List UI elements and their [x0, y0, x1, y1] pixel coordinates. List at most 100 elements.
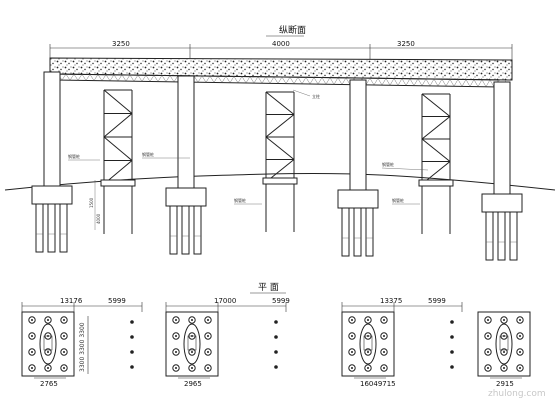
plan-pile-centre	[351, 367, 353, 369]
truss-diagonal	[125, 74, 131, 82]
plan-pile-circle	[380, 364, 388, 372]
truss-diagonal	[73, 74, 79, 81]
plan-top-dim: 13176	[60, 297, 83, 305]
plan-pile-centre	[351, 351, 353, 353]
plan-pile-centre	[31, 335, 33, 337]
plan-pile-centre	[63, 335, 65, 337]
plan-pile-centre	[207, 319, 209, 321]
truss-diagonal	[217, 76, 223, 83]
plan-pile-centre	[175, 367, 177, 369]
truss-diagonal	[245, 76, 251, 84]
truss-diagonal	[309, 77, 315, 85]
plan-pile-circle	[60, 316, 68, 324]
plan-column-core	[187, 335, 197, 351]
pile	[509, 211, 518, 261]
plan-pile-centre	[383, 351, 385, 353]
truss-diagonal	[65, 74, 71, 81]
truss-diagonal	[133, 74, 139, 82]
note-column: 立柱	[312, 93, 320, 99]
plan-pile-centre	[383, 367, 385, 369]
plan-pile-centre	[175, 351, 177, 353]
truss-diagonal	[441, 79, 447, 87]
plan-column-outline	[495, 323, 513, 365]
plan-pile-centre	[519, 351, 521, 353]
note-pile-1: 钢管桩	[68, 153, 80, 159]
plan-column-outline	[359, 323, 377, 365]
truss-diagonal	[437, 79, 443, 87]
truss-diagonal	[385, 78, 391, 86]
truss-girder	[55, 73, 507, 88]
truss-diagonal	[413, 78, 419, 86]
plan-bottom-dim: 2765	[40, 380, 58, 388]
plan-pile-centre	[31, 367, 33, 369]
plan-pile-circle	[348, 364, 356, 372]
truss-diagonal	[169, 75, 175, 82]
plan-pile-centre	[487, 351, 489, 353]
tower-brace	[103, 113, 133, 138]
plan-pile-centre	[503, 367, 505, 369]
pile-cap	[337, 189, 379, 209]
truss-diagonal	[297, 77, 303, 84]
truss-diagonal	[225, 76, 231, 83]
truss-diagonal	[209, 75, 215, 83]
elevation-dimension-line: 3250 4000 3250	[49, 40, 513, 60]
plan-pile-centre	[519, 367, 521, 369]
plan-pile-centre	[207, 351, 209, 353]
pile-vertical-dims: 1500 4000	[89, 180, 101, 230]
truss-diagonal	[129, 74, 135, 82]
plan-pile-circle	[44, 348, 52, 356]
truss-diagonal	[285, 76, 291, 84]
plan-pile-circle	[516, 332, 524, 340]
plan-pile-circle	[516, 364, 524, 372]
pile	[193, 205, 202, 255]
plan-pile-centre	[207, 367, 209, 369]
plan-pile-centre	[487, 319, 489, 321]
truss-diagonal	[161, 75, 167, 82]
pile	[497, 211, 506, 261]
vdim-1: 1500	[89, 197, 94, 208]
plan-column-core	[363, 335, 373, 351]
plan-pile-circle	[28, 316, 36, 324]
pier-4	[481, 81, 523, 261]
truss-diagonal	[221, 76, 227, 83]
plan-pile-centre	[351, 335, 353, 337]
truss-diagonal	[197, 75, 203, 83]
truss-diagonal	[345, 77, 351, 85]
truss-diagonal	[329, 77, 335, 85]
truss-diagonal	[253, 76, 259, 84]
plan-pile-circle	[500, 348, 508, 356]
truss-diagonal	[117, 74, 123, 82]
plan-pile-circle	[28, 364, 36, 372]
truss-diagonal	[265, 76, 271, 84]
plan-pile-circle	[380, 348, 388, 356]
pile	[47, 203, 56, 253]
dim-span-3: 3250	[397, 40, 415, 48]
tower-brace	[265, 136, 295, 160]
pile	[35, 203, 44, 253]
plan-top-dim: 13375	[380, 297, 402, 305]
truss-diagonal	[461, 79, 467, 87]
truss-diagonal	[333, 77, 339, 85]
plan-pile-circle	[348, 316, 356, 324]
truss-diagonal	[193, 75, 199, 83]
plan-marker	[450, 365, 454, 369]
truss-diagonal	[337, 77, 343, 85]
plan-pile-circle	[380, 332, 388, 340]
truss-diagonal	[317, 77, 323, 85]
plan-pile-centre	[47, 351, 49, 353]
pier-column	[177, 75, 195, 189]
plan-marker	[450, 335, 454, 339]
pier-column	[349, 79, 367, 191]
plan-pile-circle	[484, 316, 492, 324]
plan-pile-centre	[351, 319, 353, 321]
truss-diagonal	[149, 75, 155, 82]
pier-1	[31, 71, 73, 253]
plan-pile-circle	[484, 332, 492, 340]
truss-diagonal	[257, 76, 263, 84]
plan-pile-centre	[487, 335, 489, 337]
pier-3	[337, 79, 379, 257]
plan-pile-circle	[60, 348, 68, 356]
truss-diagonal	[173, 75, 179, 82]
plan-bottom-dim: 16049715	[360, 380, 396, 388]
truss-diagonal	[341, 77, 347, 85]
